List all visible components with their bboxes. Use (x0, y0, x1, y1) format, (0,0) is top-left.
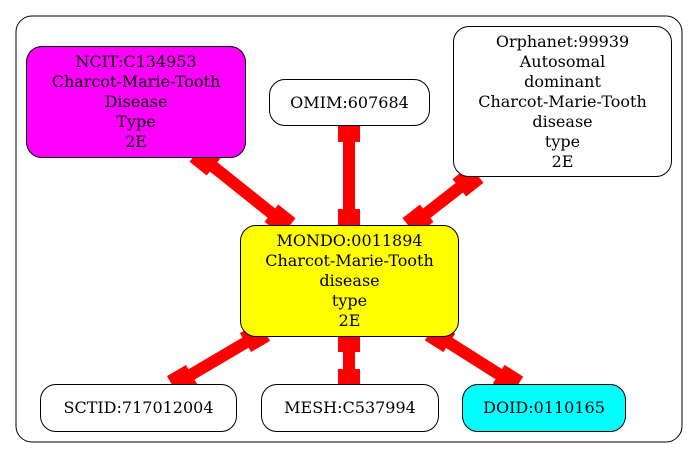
node-omim[interactable]: OMIM:607684 (269, 79, 430, 126)
node-label-line: Orphanet:99939 (495, 31, 630, 51)
node-label-line: Charcot-Marie-Tooth (265, 251, 434, 270)
node-label-line: OMIM:607684 (290, 92, 409, 112)
node-label-line: Type (116, 112, 156, 131)
edge-omim-mondo (338, 120, 360, 231)
edge-ncit-mondo (189, 144, 296, 236)
node-doid[interactable]: DOID:0110165 (462, 384, 626, 432)
node-label-line: 2E (125, 132, 147, 151)
node-label-line: Autosomal (519, 51, 606, 71)
node-label-line: 2E (338, 311, 361, 330)
node-mesh[interactable]: MESH:C537994 (261, 384, 439, 432)
node-label-line: Charcot-Marie-Tooth (51, 72, 221, 91)
node-label-line: Disease (104, 92, 168, 111)
node-label-line: SCTID:717012004 (63, 398, 214, 417)
node-label-line: MONDO:0011894 (276, 231, 423, 250)
cluster-frame (15, 15, 683, 443)
node-label-line: disease (319, 271, 380, 290)
node-label-line: disease (532, 111, 593, 131)
node-label-line: dominant (524, 71, 601, 91)
node-label-line: DOID:0110165 (483, 398, 605, 417)
node-label-line: type (544, 131, 581, 151)
node-label-line: NCIT:C134953 (75, 52, 197, 71)
node-label-line: MESH:C537994 (284, 398, 416, 417)
node-label-line: 2E (551, 151, 574, 171)
node-label-line: type (331, 291, 368, 310)
node-sctid[interactable]: SCTID:717012004 (40, 384, 237, 432)
node-label-line: Charcot-Marie-Tooth (478, 91, 647, 111)
edge-mondo-mesh (338, 330, 360, 391)
